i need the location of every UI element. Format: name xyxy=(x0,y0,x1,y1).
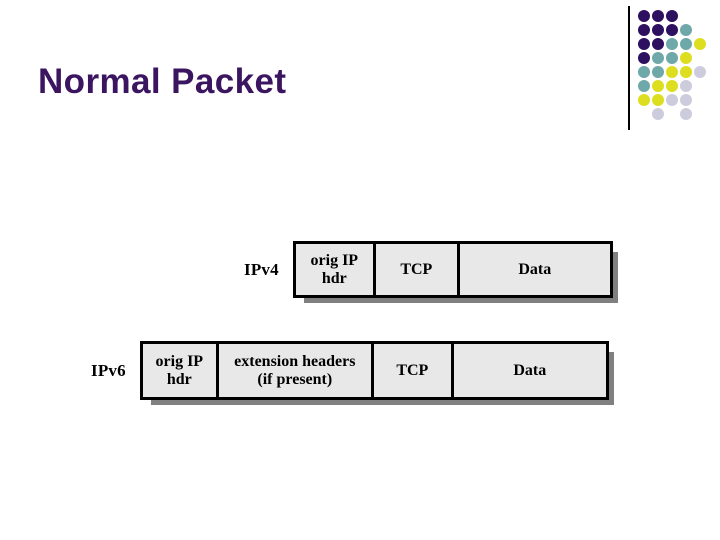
packet-field-extension-headers: extension headers (if present) xyxy=(218,344,374,397)
dot-row xyxy=(638,10,708,24)
dot-blank xyxy=(666,108,678,120)
dot-grid xyxy=(638,10,708,122)
dot-yellow xyxy=(652,80,664,92)
dot-purple xyxy=(638,52,650,64)
dot-row xyxy=(638,24,708,38)
field-line: TCP xyxy=(396,361,429,379)
dot-purple xyxy=(652,38,664,50)
packet-field-tcp: TCP xyxy=(375,244,460,295)
dot-yellow xyxy=(694,38,706,50)
dot-teal xyxy=(638,66,650,78)
packet-bar-ipv6: orig IP hdr extension headers (if presen… xyxy=(139,341,614,405)
dot-row xyxy=(638,38,708,52)
dot-teal xyxy=(652,52,664,64)
packet-row-ipv6: IPv6 orig IP hdr extension headers (if p… xyxy=(91,341,614,405)
field-line: TCP xyxy=(400,260,433,278)
dot-teal xyxy=(666,38,678,50)
dot-yellow xyxy=(638,94,650,106)
page-title: Normal Packet xyxy=(38,62,287,101)
dot-row xyxy=(638,66,708,80)
packet-field-data: Data xyxy=(459,244,610,295)
dot-blank xyxy=(694,80,706,92)
vertical-rule-divider xyxy=(628,6,630,130)
dot-teal xyxy=(666,52,678,64)
dot-blank xyxy=(694,94,706,106)
dot-lavender xyxy=(666,94,678,106)
dot-purple xyxy=(652,10,664,22)
packet-label-ipv4: IPv4 xyxy=(244,259,279,279)
dot-yellow xyxy=(680,52,692,64)
dot-blank xyxy=(638,108,650,120)
dot-teal xyxy=(652,66,664,78)
decorative-dot-motif xyxy=(626,4,718,130)
dot-purple xyxy=(652,24,664,36)
dot-purple xyxy=(666,24,678,36)
dot-teal xyxy=(680,38,692,50)
dot-lavender xyxy=(680,80,692,92)
dot-blank xyxy=(680,10,692,22)
dot-lavender xyxy=(694,66,706,78)
field-line: orig IP xyxy=(310,251,359,269)
dot-purple xyxy=(638,38,650,50)
dot-purple xyxy=(638,10,650,22)
dot-blank xyxy=(694,52,706,64)
field-line: Data xyxy=(518,260,552,278)
packet-field-orig-ip-hdr: orig IP hdr xyxy=(295,244,376,295)
dot-lavender xyxy=(680,94,692,106)
field-line: extension headers xyxy=(234,352,356,370)
packet-field-tcp: TCP xyxy=(373,344,454,397)
packet-field-orig-ip-hdr: orig IP hdr xyxy=(142,344,219,397)
dot-teal xyxy=(638,80,650,92)
dot-purple xyxy=(638,24,650,36)
field-line: hdr xyxy=(166,370,192,388)
dot-blank xyxy=(694,24,706,36)
dot-yellow xyxy=(666,80,678,92)
dot-row xyxy=(638,80,708,94)
packet-field-data: Data xyxy=(453,344,606,397)
packet-bar-ipv4: orig IP hdr TCP Data xyxy=(292,241,618,303)
packet-label-ipv6: IPv6 xyxy=(91,360,126,380)
field-line: (if present) xyxy=(257,370,333,388)
dot-purple xyxy=(666,10,678,22)
dot-blank xyxy=(694,108,706,120)
packet-row-ipv4: IPv4 orig IP hdr TCP Data xyxy=(244,241,618,303)
dot-row xyxy=(638,108,708,122)
dot-lavender xyxy=(680,108,692,120)
field-line: Data xyxy=(513,361,547,379)
dot-lavender xyxy=(652,108,664,120)
field-line: hdr xyxy=(321,269,347,287)
dot-yellow xyxy=(680,66,692,78)
dot-blank xyxy=(694,10,706,22)
dot-yellow xyxy=(666,66,678,78)
dot-teal xyxy=(680,24,692,36)
field-line: orig IP xyxy=(155,352,204,370)
dot-row xyxy=(638,94,708,108)
dot-yellow xyxy=(652,94,664,106)
dot-row xyxy=(638,52,708,66)
